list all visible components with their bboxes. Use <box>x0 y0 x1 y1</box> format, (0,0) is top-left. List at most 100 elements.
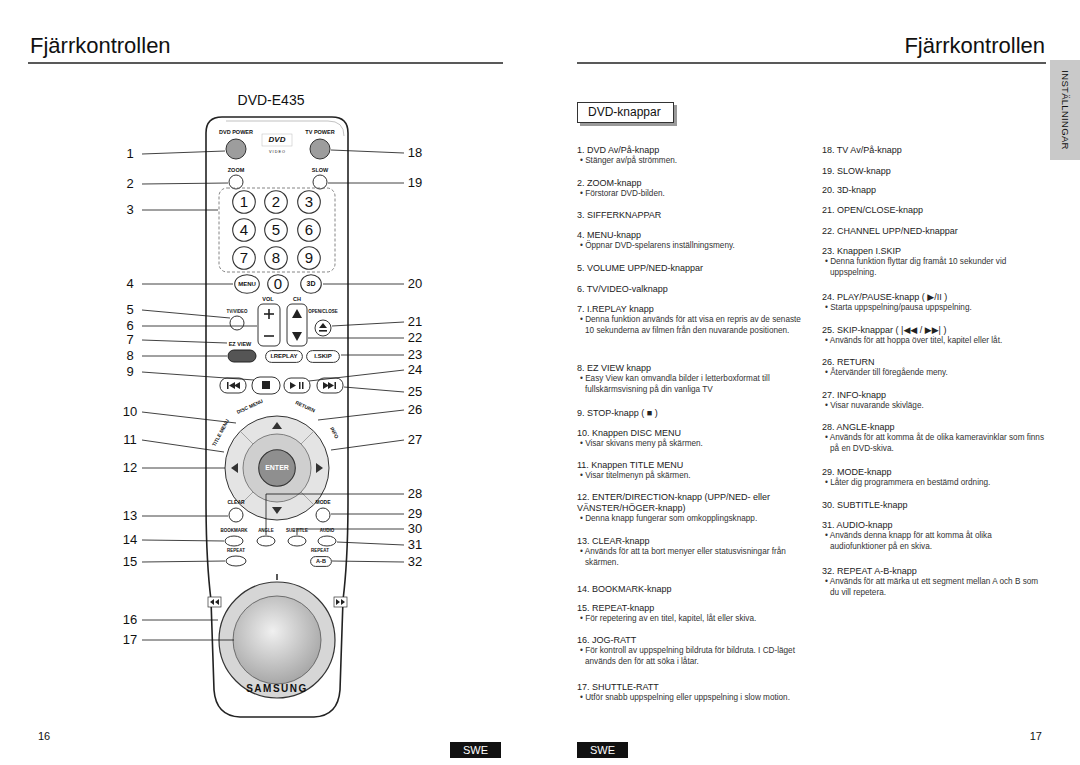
button-outline <box>298 219 321 242</box>
item-description: • Används för att ta bort menyer eller s… <box>577 547 812 568</box>
leader-line <box>323 284 404 285</box>
node-text: 9 <box>305 250 313 267</box>
list-item: 22. CHANNEL UPP/NED-knappar <box>822 226 1047 237</box>
item-description: • Används för att märka ut ett segment m… <box>822 577 1047 598</box>
list-item: 14. BOOKMARK-knapp <box>577 584 812 595</box>
item-heading: 16. JOG-RATT <box>577 635 812 646</box>
item-description: • Visar skivans meny på skärmen. <box>577 439 812 450</box>
item-heading: 8. EZ VIEW knapp <box>577 363 812 374</box>
remote-button: 6 <box>297 218 321 242</box>
item-heading: 3. SIFFERKNAPPAR <box>577 210 812 221</box>
jog-shuttle-dial <box>276 574 278 580</box>
remote-button: MENU <box>234 274 260 294</box>
remote-button: A-B <box>310 556 332 567</box>
list-item: 2. ZOOM-knapp• Förstorar DVD-bilden. <box>577 178 812 200</box>
button-outline <box>235 275 260 294</box>
item-heading: 2. ZOOM-knapp <box>577 178 812 189</box>
remote-button: 3D <box>300 274 322 294</box>
leader-line <box>142 561 225 562</box>
button-outline <box>311 556 332 566</box>
callout-number: 10 <box>123 405 137 419</box>
list-item: 15. REPEAT-knapp• För repetering av en t… <box>577 603 812 625</box>
jog-shuttle-dial <box>208 597 221 607</box>
button-outline <box>298 191 321 214</box>
item-heading: 21. OPEN/CLOSE-knapp <box>822 205 1047 216</box>
transport-buttons <box>229 382 240 389</box>
item-description: • Återvänder till föregående meny. <box>822 368 1047 379</box>
leader-line <box>142 412 236 423</box>
item-heading: 29. MODE-knapp <box>822 467 1047 478</box>
item-heading: 22. CHANNEL UPP/NED-knappar <box>822 226 1047 237</box>
side-tab: INSTÄLLNINGAR <box>1050 60 1080 160</box>
list-item: 4. MENU-knapp• Öppnar DVD-spelarens inst… <box>577 230 812 252</box>
list-item: 9. STOP-knapp ( ■ ) <box>577 408 812 419</box>
list-item: 24. PLAY/PAUSE-knapp ( ▶/II )• Starta up… <box>822 292 1047 314</box>
button-label: ZOOM <box>228 167 245 173</box>
leader-line <box>142 284 233 285</box>
button-label: V I D E O <box>269 150 285 154</box>
callout-number: 12 <box>123 461 137 475</box>
list-item: 3. SIFFERKNAPPAR <box>577 210 812 221</box>
leader-line <box>331 150 404 153</box>
node-text: MENU <box>238 281 256 288</box>
node-text: 7 <box>240 250 248 267</box>
dvd-logo-box <box>262 134 292 146</box>
callout-number: 3 <box>126 203 133 217</box>
item-heading: 28. ANGLE-knapp <box>822 422 1047 433</box>
button-label: TV POWER <box>305 129 334 135</box>
leader-line <box>318 410 404 420</box>
item-heading: 32. REPEAT A-B-knapp <box>822 566 1047 577</box>
leader-line <box>142 183 228 184</box>
callout-number: 16 <box>123 613 137 627</box>
header-rule <box>28 63 1046 64</box>
item-heading: 25. SKIP-knappar ( |◀◀ / ▶▶| ) <box>822 325 1047 336</box>
item-description: • Stänger av/på strömmen. <box>577 156 812 167</box>
button-label: SUBTITLE <box>286 529 308 534</box>
item-heading: 27. INFO-knapp <box>822 390 1047 401</box>
node-text: SWE <box>590 744 615 756</box>
small-buttons <box>316 508 330 522</box>
leader-line <box>142 468 225 469</box>
open-close-button <box>315 320 331 336</box>
callout-number: 11 <box>123 433 137 447</box>
item-heading: 17. SHUTTLE-RATT <box>577 682 812 693</box>
item-heading: 13. CLEAR-knapp <box>577 536 812 547</box>
item-description: • Denna knapp fungerar som omkopplingskn… <box>577 514 812 525</box>
transport-buttons <box>262 381 270 389</box>
leader-line <box>142 210 218 211</box>
power-button <box>226 139 246 159</box>
leader-line <box>332 561 404 562</box>
item-heading: 18. TV Av/På-knapp <box>822 145 1047 156</box>
leader-line <box>328 183 404 184</box>
item-heading: 6. TV/VIDEO-valknapp <box>577 284 812 295</box>
node-text: 1 <box>240 194 248 211</box>
leader-line <box>142 540 224 541</box>
leader-line <box>142 640 234 641</box>
node-text: 5 <box>272 222 280 239</box>
leader-line <box>341 355 404 356</box>
page-number: 17 <box>1030 730 1042 742</box>
jog-shuttle-dial <box>336 599 345 605</box>
button-label: DVD POWER <box>219 129 253 135</box>
direction-ring <box>316 463 323 473</box>
button-label: CH <box>293 296 301 302</box>
button-outline <box>265 219 288 242</box>
callout-number: 8 <box>126 349 133 363</box>
leader-line <box>331 514 404 515</box>
transport-buttons <box>302 382 304 389</box>
item-description: • För kontroll av uppspelning bildruta f… <box>577 646 812 667</box>
item-heading: 26. RETURN <box>822 357 1047 368</box>
leader-line <box>337 542 404 545</box>
list-item: 13. CLEAR-knapp• Används för att ta bort… <box>577 536 812 568</box>
callout-number: 4 <box>126 277 133 291</box>
jog-shuttle-dial <box>334 597 347 607</box>
leader-line <box>332 322 404 326</box>
node-text: ENTER <box>265 464 289 472</box>
remote-button: 2 <box>264 190 288 214</box>
small-buttons <box>229 508 243 522</box>
callout-number: 24 <box>408 363 422 377</box>
button-outline <box>268 275 289 294</box>
leader-line <box>331 440 404 450</box>
item-heading: 4. MENU-knapp <box>577 230 812 241</box>
